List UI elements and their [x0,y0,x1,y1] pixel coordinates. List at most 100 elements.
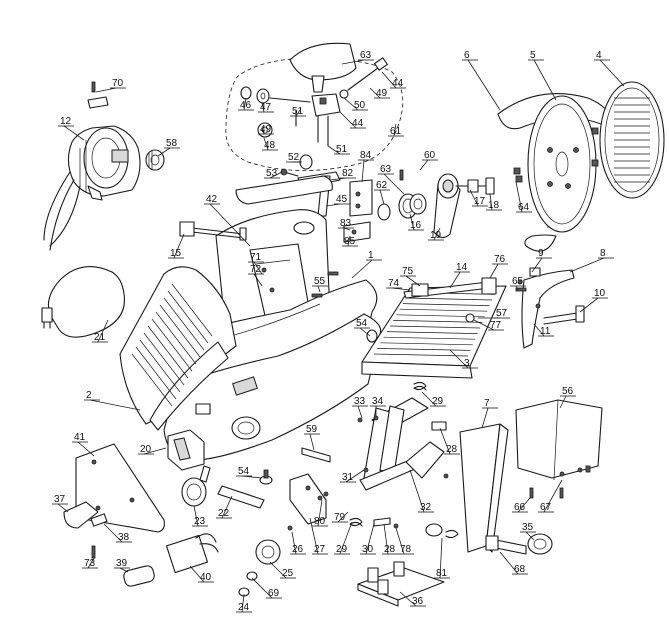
motor-part [43,125,141,251]
leader-line [383,523,389,555]
part-number-label: 67 [540,502,552,513]
leader-line [383,173,405,195]
part-number-label: 68 [514,564,526,575]
part-number-label: 16 [410,220,422,231]
leader-line [263,137,269,151]
leader-line [357,405,363,419]
part-number-label: 82 [342,168,354,179]
leader-line [365,523,375,555]
part-number-label: 49 [260,124,272,135]
part-number-label: 8 [600,248,606,259]
leader-line [309,433,315,451]
leader-line [345,469,365,483]
leader-line [379,189,385,205]
part-number-label: 19 [430,230,442,241]
knob-23-part [181,465,211,507]
part-number-label: 72 [250,264,262,275]
part-number-label: 73 [84,558,96,569]
leader-line [317,285,321,293]
part-number-label: 26 [292,544,304,555]
knob-assembly-group [225,42,404,171]
part-number-label: 85 [344,236,356,247]
foot-54-part [259,469,273,485]
part-number-label: 3 [464,358,470,369]
leader-line [467,59,501,111]
leader-line [439,537,443,579]
leader-line [395,527,405,555]
leader-line [599,59,625,87]
part-number-label: 44 [392,78,404,89]
part-number-label: 42 [206,194,218,205]
part-number-label: 50 [354,100,366,111]
leader-line [469,189,479,207]
part-number-label: 15 [170,248,182,259]
circular-blade-part [513,95,599,233]
blade-cover-part [599,81,665,199]
part-number-label: 51 [292,106,304,117]
tray-rib [155,311,197,365]
leader-line [339,521,353,555]
leader-line [531,257,543,273]
carriage-rib [377,348,471,351]
tray-rib [131,353,173,407]
leader-line [341,59,365,65]
leader-line [241,593,245,613]
leader-line [221,495,233,519]
tray-rib [143,332,185,386]
part-number-label: 38 [118,532,130,543]
leader-line [579,297,599,313]
part-number-label: 69 [268,588,280,599]
leader-line [339,111,357,129]
leader-line [291,531,297,555]
part-number-label: 54 [356,318,368,329]
part-number-label: 58 [166,138,178,149]
leader-line [261,127,265,135]
part-number-label: 25 [282,568,294,579]
leader-line [63,125,85,141]
long-bolt-part [179,221,247,241]
part-number-label: 20 [140,444,152,455]
part-number-label: 71 [250,252,262,263]
leader-line [103,523,123,543]
slide-tray-part [119,266,237,431]
leader-line [309,517,319,555]
leader-line [405,275,421,287]
leader-line [361,159,365,183]
part-number-label: 27 [314,544,326,555]
part-number-label: 24 [238,602,250,613]
leader-line [489,263,499,279]
part-number-label: 51 [336,144,348,155]
part-number-label: 22 [218,508,230,519]
leader-line [327,145,341,155]
leader-line [533,323,545,337]
tray-rib [135,346,177,400]
part-number-label: 45 [336,194,348,205]
carriage-rib [383,336,476,340]
part-number-label: 84 [360,150,372,161]
tray-rib [167,290,209,344]
part-number-label: 79 [334,512,346,523]
tray-rib [151,318,193,372]
part-number-label: 53 [266,168,278,179]
leader-line [381,71,397,89]
tray-rib [163,297,205,351]
part-number-label: 18 [488,200,500,211]
part-number-label: 65 [512,276,524,287]
part-number-label: 11 [540,326,551,337]
support-column-part [459,423,509,553]
leader-line [337,511,349,523]
switch-part [63,501,155,587]
part-number-label: 74 [388,278,400,289]
leader-line [409,213,415,231]
part-number-label: 2 [86,390,92,401]
part-number-label: 41 [74,432,86,443]
part-number-label: 81 [436,568,448,579]
leader-line [143,447,167,455]
part-number-label: 61 [390,126,402,137]
leader-line [533,59,557,101]
leader-line [439,427,451,455]
part-number-label: 1 [368,250,374,261]
carriage-rib [386,331,478,334]
leader-line [393,123,397,137]
